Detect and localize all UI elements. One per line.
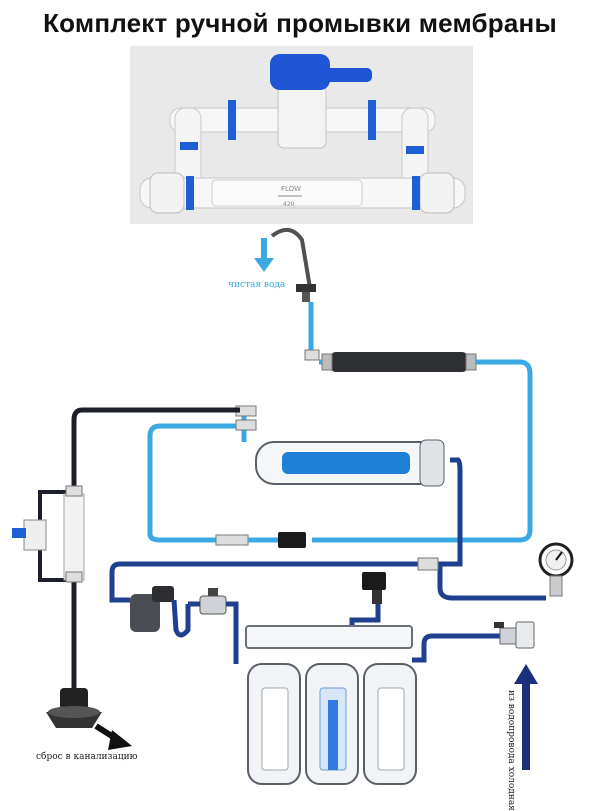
feed-valve-icon xyxy=(494,621,535,649)
faucet-icon xyxy=(270,228,316,302)
drain-saddle-icon xyxy=(46,688,102,728)
ro-system-diagram xyxy=(12,228,574,785)
check-valve xyxy=(278,532,306,548)
drain-arrow xyxy=(94,723,132,750)
booster-pump xyxy=(130,586,174,632)
membrane-housing xyxy=(255,439,445,487)
flow-label: FLOW xyxy=(281,185,301,193)
inlet-label: из водопровода холодная xyxy=(506,690,516,811)
filter-bracket xyxy=(245,625,413,649)
pressure-switch xyxy=(199,588,227,615)
flush-kit-photo: FLOW 420 xyxy=(130,46,473,224)
prefilter-housings xyxy=(247,663,417,785)
drain-label: сброс в канализацию xyxy=(36,752,138,762)
page-title: Комплект ручной промывки мембраны xyxy=(43,8,557,38)
pressure-gauge-icon xyxy=(538,542,574,597)
flush-kit-icon xyxy=(12,485,85,583)
inlet-arrow xyxy=(514,664,538,770)
solenoid-valve xyxy=(362,572,386,604)
clean-water-label: чистая вода xyxy=(228,280,286,290)
clean-water-arrow xyxy=(254,238,274,272)
flow-value: 420 xyxy=(283,201,295,208)
post-carbon-filter xyxy=(321,352,477,372)
